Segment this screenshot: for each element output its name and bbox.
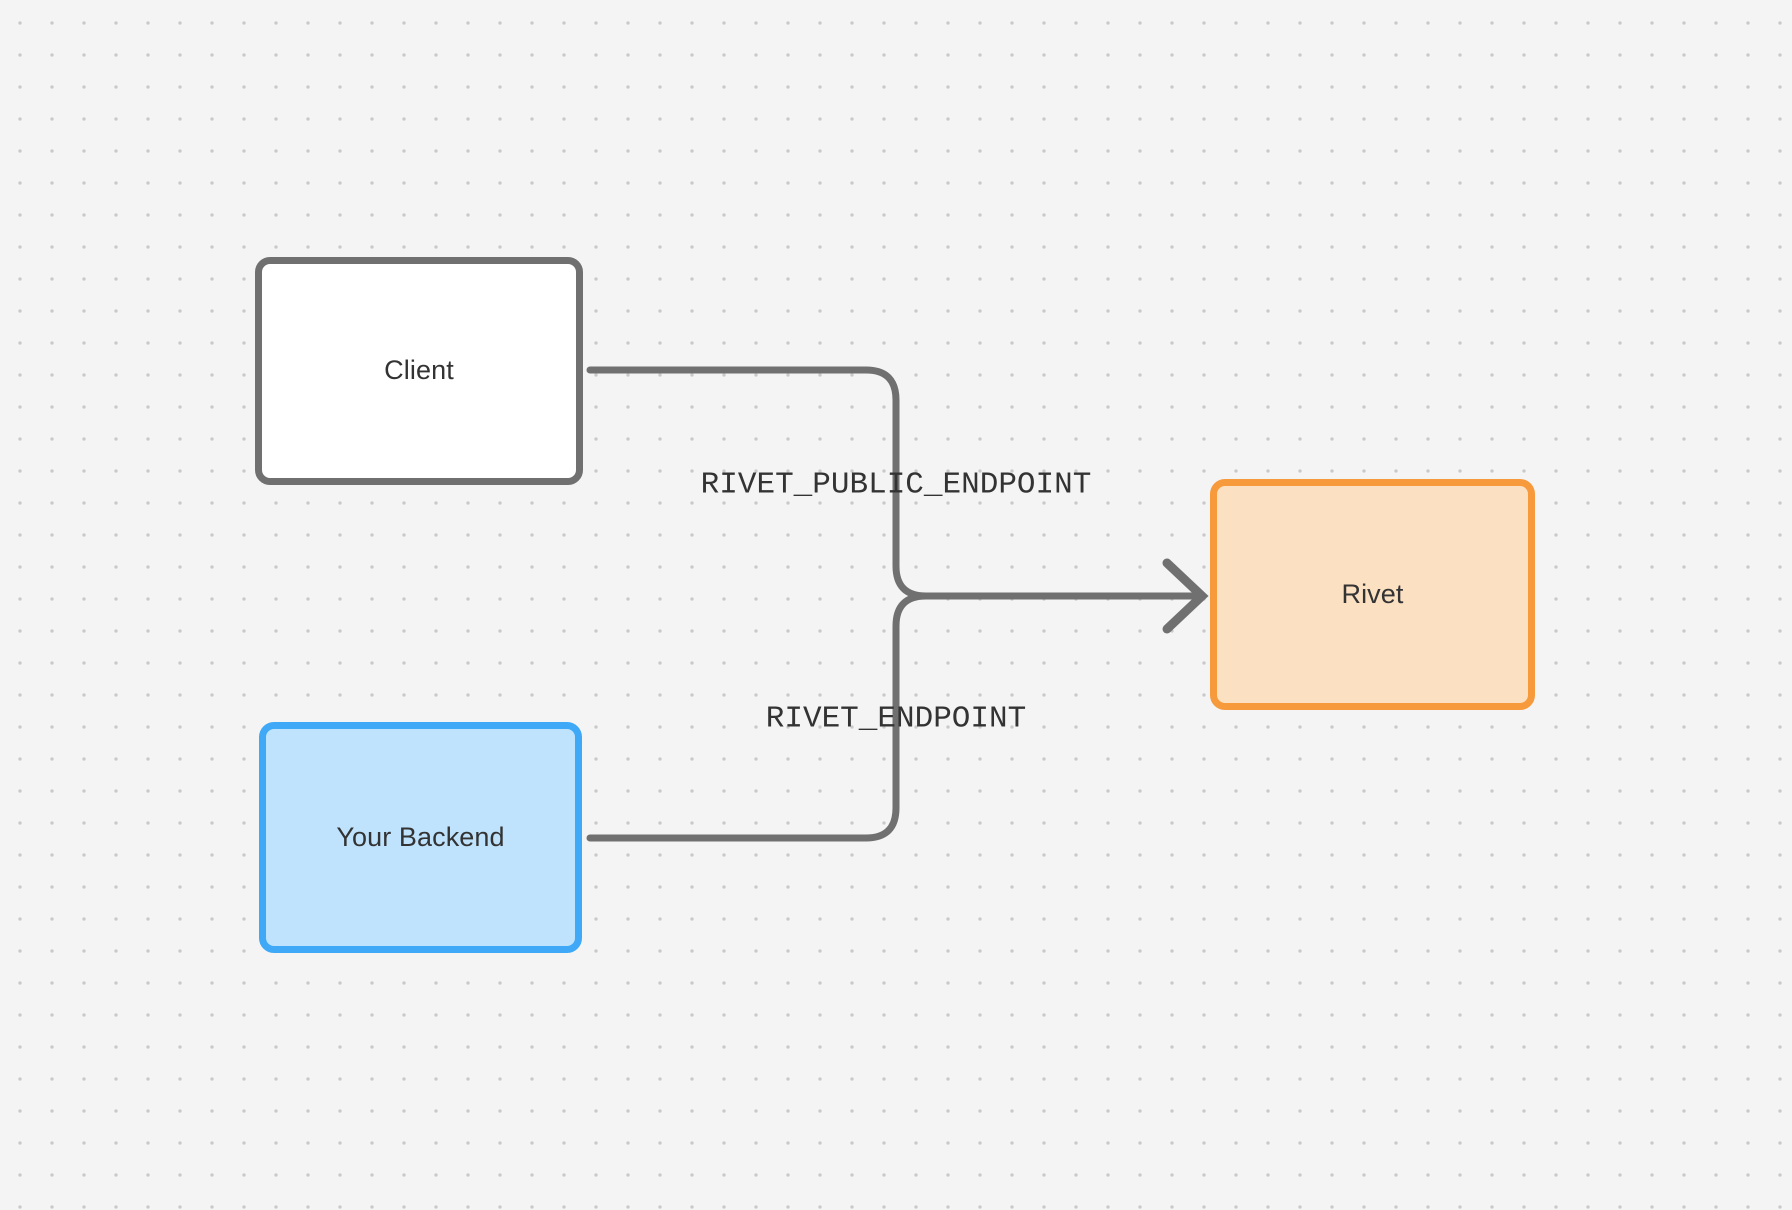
node-rivet[interactable]: Rivet [1210,479,1535,710]
node-your-backend[interactable]: Your Backend [259,722,582,953]
node-rivet-label: Rivet [1341,578,1404,609]
edge-label-rivet-public-endpoint: RIVET_PUBLIC_ENDPOINT [700,467,1092,503]
node-client-label: Client [384,355,454,386]
node-your-backend-label: Your Backend [336,821,505,852]
edge-label-rivet-endpoint: RIVET_ENDPOINT [765,701,1027,737]
arrowhead-icon [1162,558,1209,634]
node-client[interactable]: Client [255,257,583,485]
